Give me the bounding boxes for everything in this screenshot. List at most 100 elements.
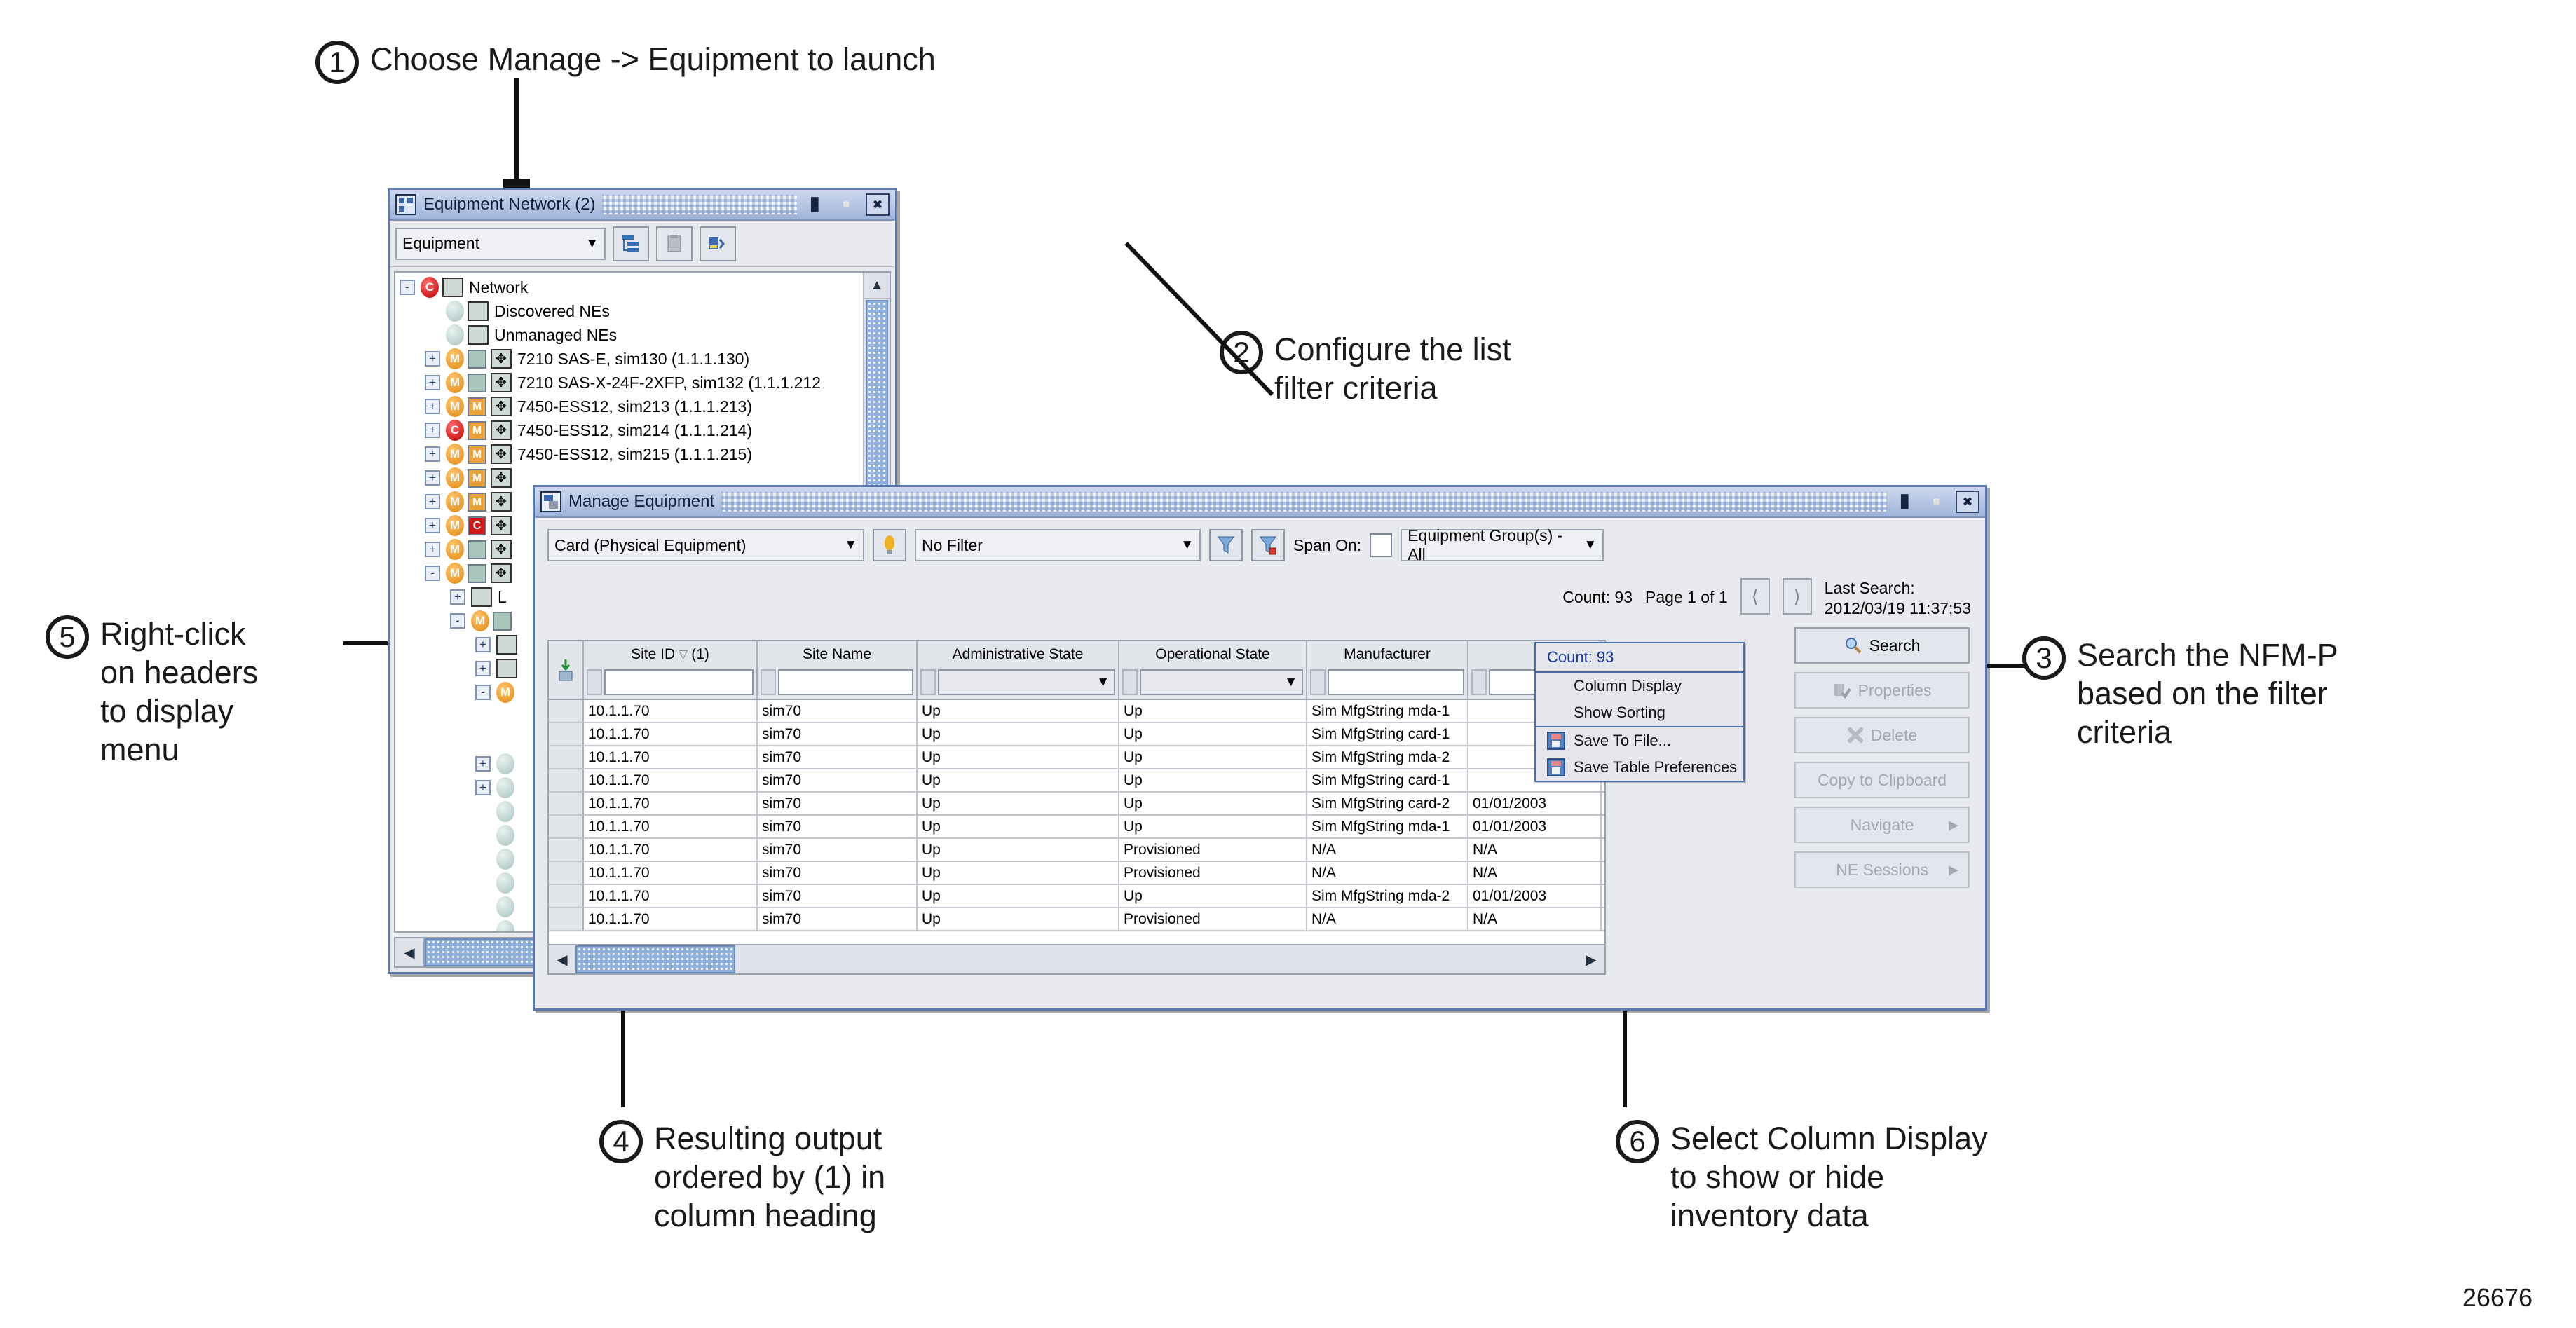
restore-icon[interactable]: ▊ (811, 197, 821, 212)
expand-toggle-icon[interactable]: + (475, 637, 491, 652)
tree-item[interactable] (395, 919, 890, 931)
tree-item[interactable]: + (395, 752, 890, 776)
equipment-toolbar[interactable]: Equipment ▼ (390, 221, 895, 267)
manage-equipment-window[interactable]: Manage Equipment ▊ ◽ ✖ Card (Physical Eq… (533, 485, 1987, 1011)
collapse-toggle-icon[interactable]: - (425, 566, 440, 581)
column-filter-toggle[interactable] (1310, 669, 1326, 695)
table-column-header[interactable]: Manufacturer (1307, 641, 1468, 699)
chevron-right-icon[interactable]: ⟩ (1782, 578, 1812, 615)
filter-bulb-icon[interactable] (873, 529, 906, 561)
column-filter-input[interactable] (1328, 669, 1464, 695)
expand-toggle-icon[interactable]: + (475, 780, 491, 795)
collapse-toggle-icon[interactable]: - (450, 613, 465, 629)
chevron-left-icon[interactable]: ⟨ (1740, 578, 1770, 615)
close-icon[interactable]: ✖ (1956, 491, 1979, 513)
equipment-window-titlebar[interactable]: Equipment Network (2) ▊ ◽ ✖ (390, 190, 895, 221)
close-icon[interactable]: ✖ (866, 193, 890, 216)
column-filter-toggle[interactable] (1122, 669, 1138, 695)
tree-item[interactable]: +M✥ (395, 538, 890, 561)
context-menu-item[interactable]: Save Table Preferences (1536, 754, 1743, 781)
object-type-select[interactable]: Card (Physical Equipment) ▼ (547, 529, 864, 561)
tree-item[interactable] (395, 800, 890, 823)
tree-item[interactable]: Unmanaged NEs (395, 323, 890, 347)
table-column-header[interactable]: Operational State▼ (1119, 641, 1307, 699)
expand-toggle-icon[interactable]: + (475, 661, 491, 676)
tree-item[interactable]: -M✥ (395, 561, 890, 585)
tree-item[interactable]: + (395, 657, 890, 680)
table-horizontal-scrollbar[interactable]: ◀ ▶ (547, 944, 1606, 975)
column-filter-toggle[interactable] (1471, 669, 1487, 695)
collapse-toggle-icon[interactable]: - (475, 685, 491, 700)
scroll-right-icon[interactable]: ▶ (1586, 952, 1597, 968)
tree-item[interactable]: -M (395, 609, 890, 633)
span-group-select[interactable]: Equipment Group(s) - All ▼ (1401, 526, 1604, 563)
expand-toggle-icon[interactable]: + (425, 470, 440, 486)
table-column-header[interactable]: Administrative State▼ (918, 641, 1119, 699)
clear-filter-icon[interactable] (1251, 529, 1285, 561)
expand-toggle-icon[interactable]: + (475, 756, 491, 772)
column-filter-input[interactable] (604, 669, 754, 695)
tree-item[interactable]: +L (395, 585, 890, 609)
expand-tree-icon[interactable] (613, 226, 649, 261)
tree-item[interactable]: Discovered NEs (395, 299, 890, 323)
expand-toggle-icon[interactable]: + (425, 446, 440, 462)
column-filter-toggle[interactable] (920, 669, 936, 695)
context-menu-item[interactable]: Save To File... (1536, 726, 1743, 754)
expand-toggle-icon[interactable]: + (425, 542, 440, 557)
table-hscroll-thumb[interactable] (575, 945, 735, 973)
expand-toggle-icon[interactable]: + (425, 518, 440, 533)
filter-select[interactable]: No Filter ▼ (915, 529, 1201, 561)
tree-item[interactable]: +M✥7210 SAS-X-24F-2XFP, sim132 (1.1.1.21… (395, 371, 890, 395)
expand-toggle-icon[interactable]: + (425, 494, 440, 509)
table-export-icon[interactable] (549, 641, 584, 699)
column-filter-select[interactable]: ▼ (938, 669, 1115, 695)
filter-icon[interactable] (1209, 529, 1243, 561)
column-filter-toggle[interactable] (761, 669, 776, 695)
tree-item[interactable] (395, 823, 890, 847)
expand-toggle-icon[interactable]: + (425, 399, 440, 414)
find-icon[interactable] (700, 226, 736, 261)
maximize-icon[interactable]: ◽ (1928, 494, 1945, 509)
tree-item[interactable]: -M (395, 680, 890, 704)
restore-icon[interactable]: ▊ (1901, 494, 1911, 509)
table-column-header[interactable]: Site Name (758, 641, 918, 699)
scroll-up-icon[interactable]: ▲ (864, 273, 890, 299)
column-filter-toggle[interactable] (587, 669, 602, 695)
tree-item[interactable]: + (395, 776, 890, 800)
tree-item[interactable] (395, 871, 890, 895)
tree-item[interactable] (395, 895, 890, 919)
collapse-toggle-icon[interactable]: - (400, 280, 415, 295)
tree-item[interactable]: + (395, 633, 890, 657)
maximize-icon[interactable]: ◽ (838, 197, 855, 212)
context-menu-item[interactable]: Column Display (1536, 673, 1743, 699)
expand-toggle-icon[interactable]: + (450, 589, 465, 605)
tree-item[interactable]: +M✥7210 SAS-E, sim130 (1.1.1.130) (395, 347, 890, 371)
scroll-left-icon[interactable]: ◀ (557, 952, 568, 968)
tree-item[interactable] (395, 847, 890, 871)
column-filter-select[interactable]: ▼ (1140, 669, 1303, 695)
column-filter-input[interactable] (778, 669, 913, 695)
span-on-checkbox[interactable] (1370, 533, 1393, 557)
paste-icon[interactable] (656, 226, 693, 261)
table-column-header[interactable]: Site ID▽(1) (584, 641, 758, 699)
manage-window-titlebar[interactable]: Manage Equipment ▊ ◽ ✖ (535, 487, 1985, 518)
expand-toggle-icon[interactable]: + (425, 375, 440, 390)
